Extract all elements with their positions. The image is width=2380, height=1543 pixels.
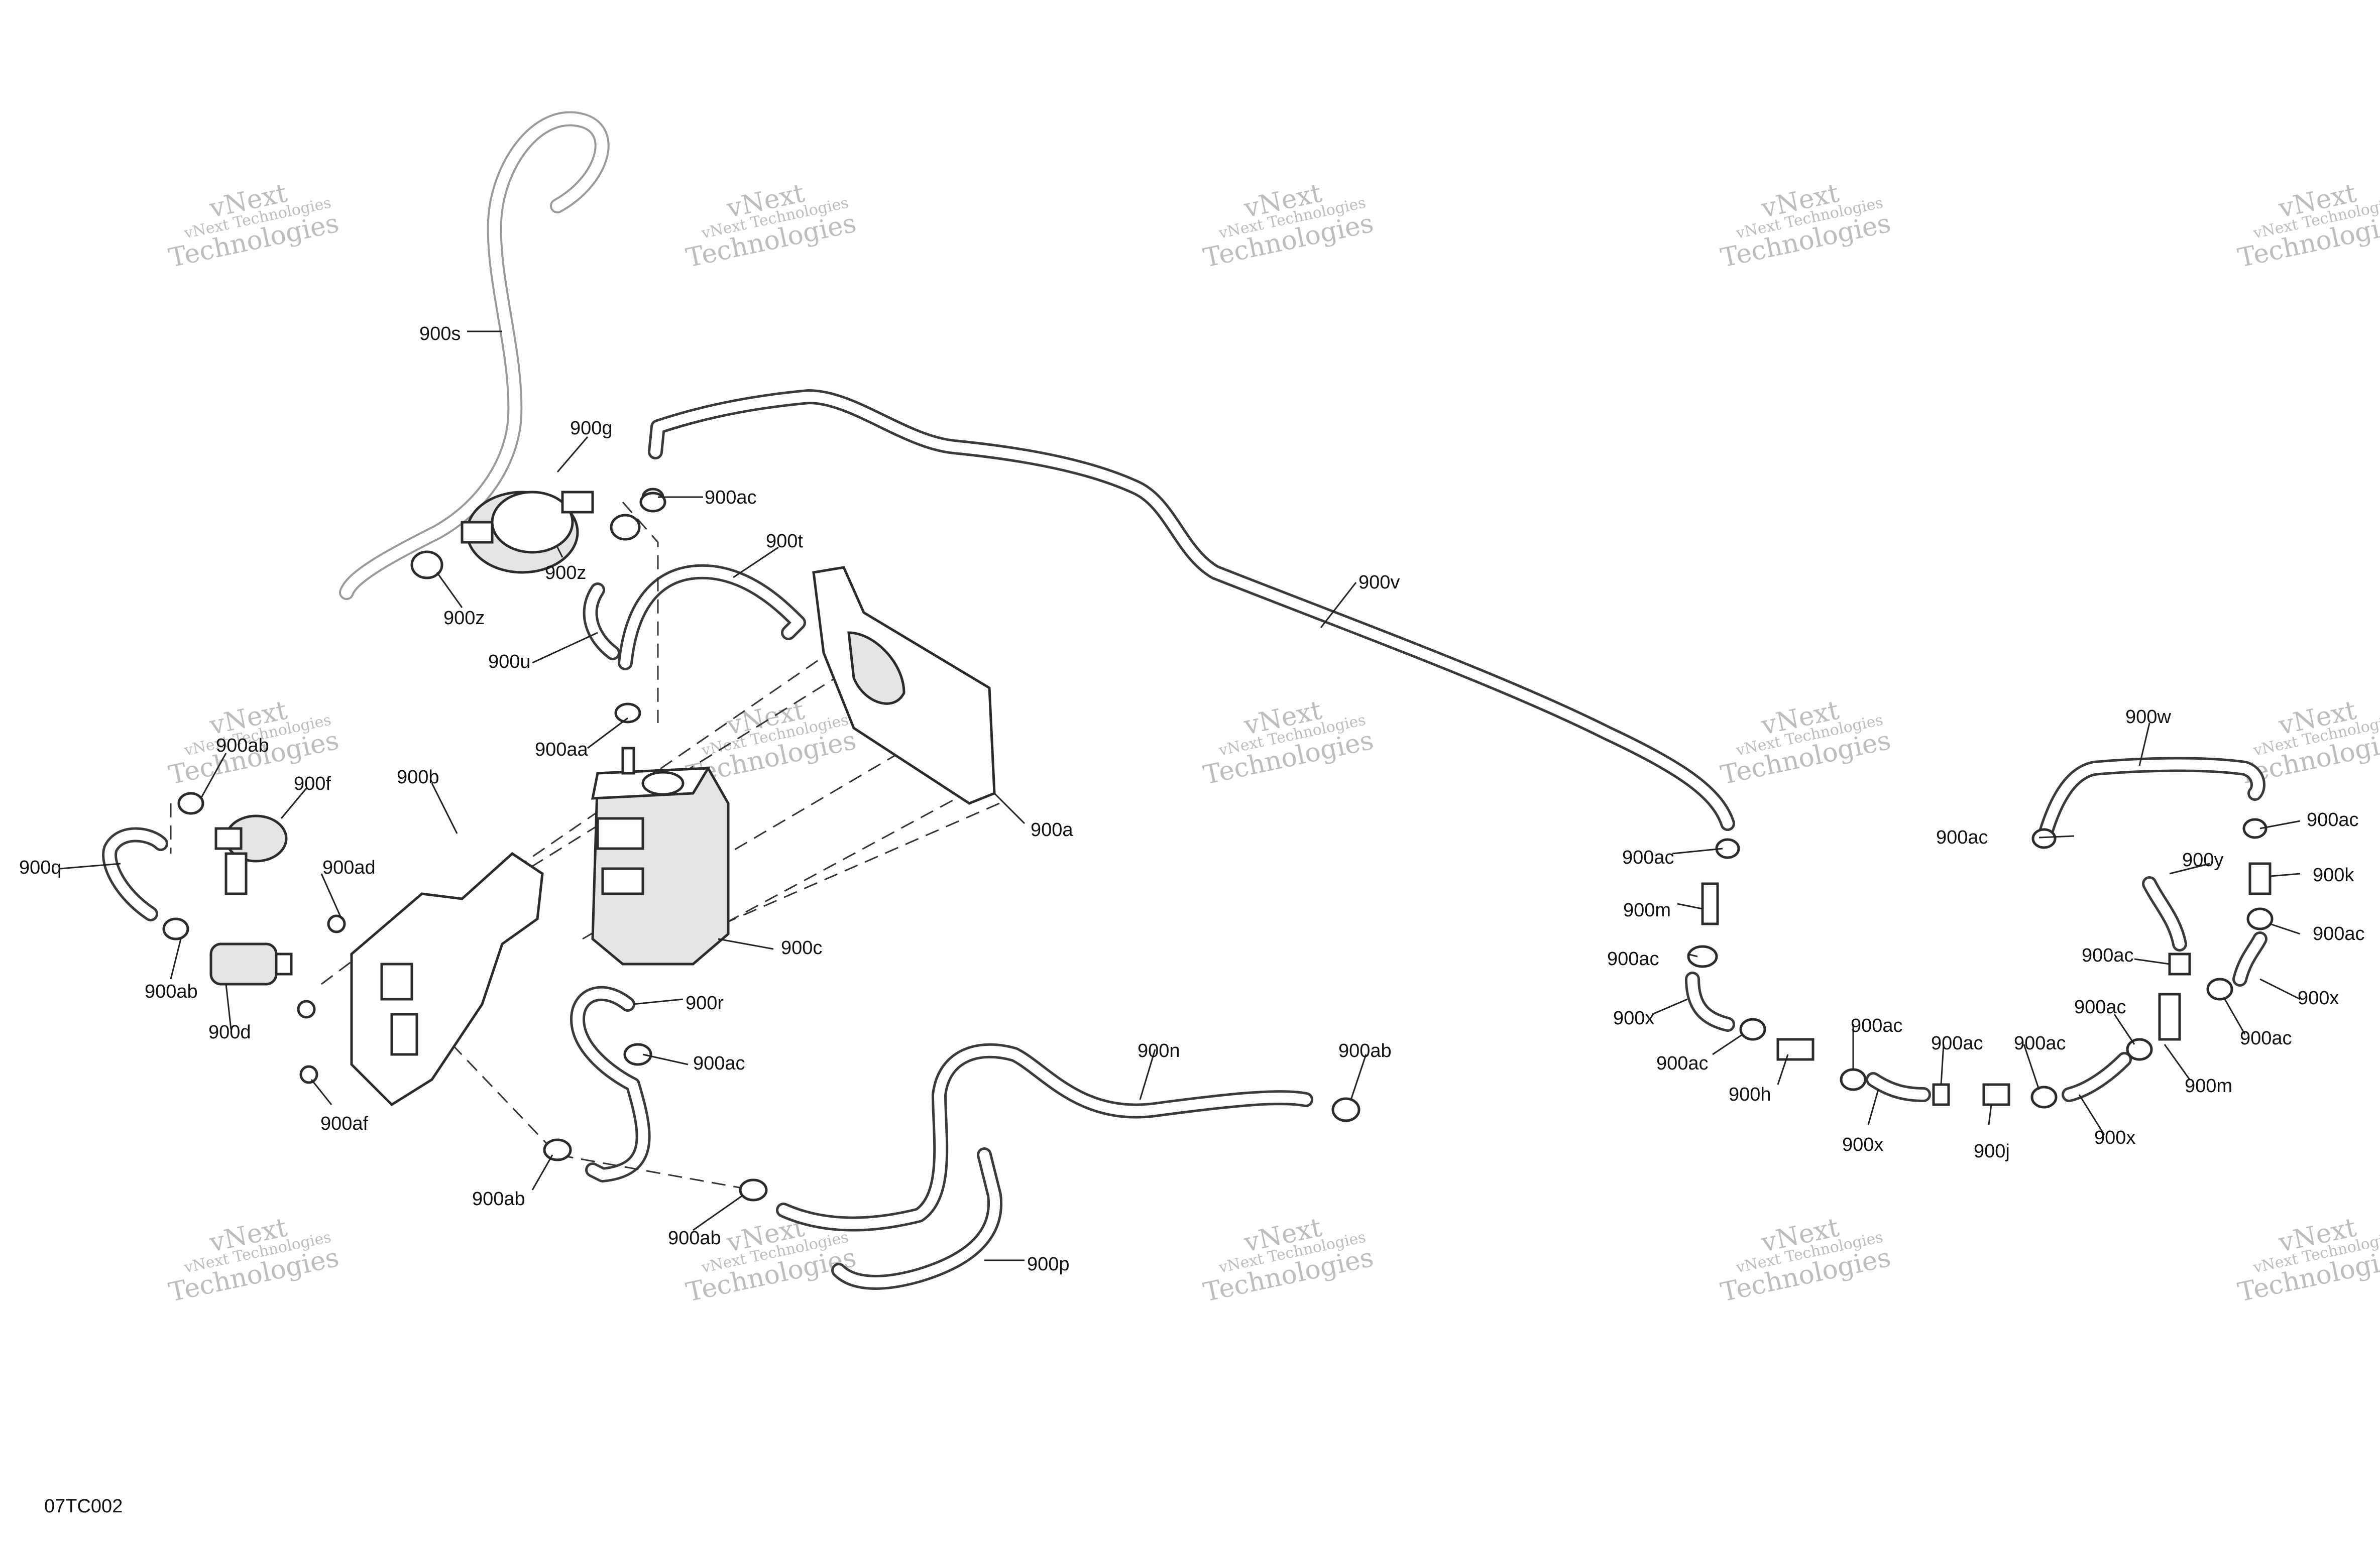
label-900r: 900r: [686, 993, 724, 1014]
label-900k: 900k: [2313, 865, 2354, 886]
filter-900d: [209, 942, 293, 986]
label-900ac: 900ac: [1622, 847, 1674, 868]
tube-900x-chain: [1685, 931, 2268, 1102]
label-900ac: 900ac: [2082, 945, 2134, 966]
label-900ab: 900ab: [1338, 1040, 1392, 1061]
charcoal-canister-900c: [591, 747, 730, 966]
label-900ac: 900ac: [693, 1053, 745, 1074]
small-fittings: [162, 492, 1361, 1202]
label-900ab: 900ab: [145, 981, 198, 1002]
tube-900y: [2142, 876, 2187, 952]
label-900x: 900x: [1613, 1008, 1654, 1029]
tube-900r: [570, 986, 651, 1182]
valve-900f: [214, 814, 288, 895]
tube-900w: [2036, 757, 2265, 846]
label-900a: 900a: [1031, 819, 1073, 841]
label-900s: 900s: [419, 323, 461, 344]
leader-lines: [60, 330, 2301, 1261]
label-900c: 900c: [781, 937, 822, 959]
diagram-code: 07TC002: [44, 1496, 123, 1517]
label-900h: 900h: [1729, 1084, 1771, 1105]
label-900ac: 900ac: [2313, 923, 2365, 944]
label-900m: 900m: [2185, 1076, 2232, 1097]
label-900j: 900j: [1974, 1141, 2010, 1162]
label-900z: 900z: [545, 562, 586, 583]
label-900aa: 900aa: [535, 739, 589, 760]
label-900ab: 900ab: [668, 1228, 721, 1249]
part-labels: 900s 900g 900ac 900z 900z 900t 900u 900a…: [19, 323, 2365, 1275]
label-900ac: 900ac: [2074, 997, 2126, 1018]
mounting-bracket-900a: [812, 566, 996, 805]
label-900x: 900x: [1842, 1134, 1883, 1155]
label-900ac: 900ac: [1931, 1033, 1983, 1054]
tube-900u: [583, 582, 620, 660]
label-900ac: 900ac: [1656, 1053, 1709, 1074]
label-900x: 900x: [2094, 1127, 2135, 1148]
label-900ac: 900ac: [1851, 1015, 1903, 1036]
tube-900t: [618, 564, 806, 670]
tube-900p: [831, 1147, 1003, 1290]
label-900ad: 900ad: [322, 857, 376, 878]
label-900f: 900f: [294, 773, 331, 794]
label-900ab: 900ab: [216, 735, 269, 756]
label-900u: 900u: [488, 651, 531, 672]
tube-900v: [648, 389, 1735, 831]
label-900ac: 900ac: [705, 487, 757, 508]
label-900af: 900af: [320, 1113, 369, 1134]
label-900ac: 900ac: [2014, 1033, 2066, 1054]
tube-900n: [776, 1043, 1313, 1232]
label-900q: 900q: [19, 857, 62, 878]
tube-900s: [339, 111, 610, 600]
label-900b: 900b: [397, 767, 439, 788]
label-900w: 900w: [2125, 706, 2171, 728]
label-900t: 900t: [766, 531, 803, 552]
label-900ac: 900ac: [1936, 827, 1988, 848]
label-900g: 900g: [570, 418, 613, 439]
label-900n: 900n: [1138, 1040, 1180, 1061]
label-900x: 900x: [2298, 988, 2339, 1009]
tube-900q: [102, 827, 168, 921]
label-900z: 900z: [443, 608, 485, 629]
label-900d: 900d: [208, 1022, 251, 1043]
label-900ac: 900ac: [2307, 809, 2359, 830]
label-900ab: 900ab: [472, 1189, 525, 1210]
label-900m: 900m: [1623, 900, 1671, 921]
label-900ac: 900ac: [1607, 948, 1659, 970]
right-chain-fittings: [1687, 818, 2274, 1109]
label-900p: 900p: [1027, 1254, 1070, 1275]
label-900v: 900v: [1358, 572, 1400, 593]
label-900y: 900y: [2182, 850, 2223, 871]
mounting-bracket-900b: [350, 852, 544, 1107]
label-900ac: 900ac: [2240, 1028, 2292, 1049]
purge-valve-900g: [461, 491, 594, 574]
